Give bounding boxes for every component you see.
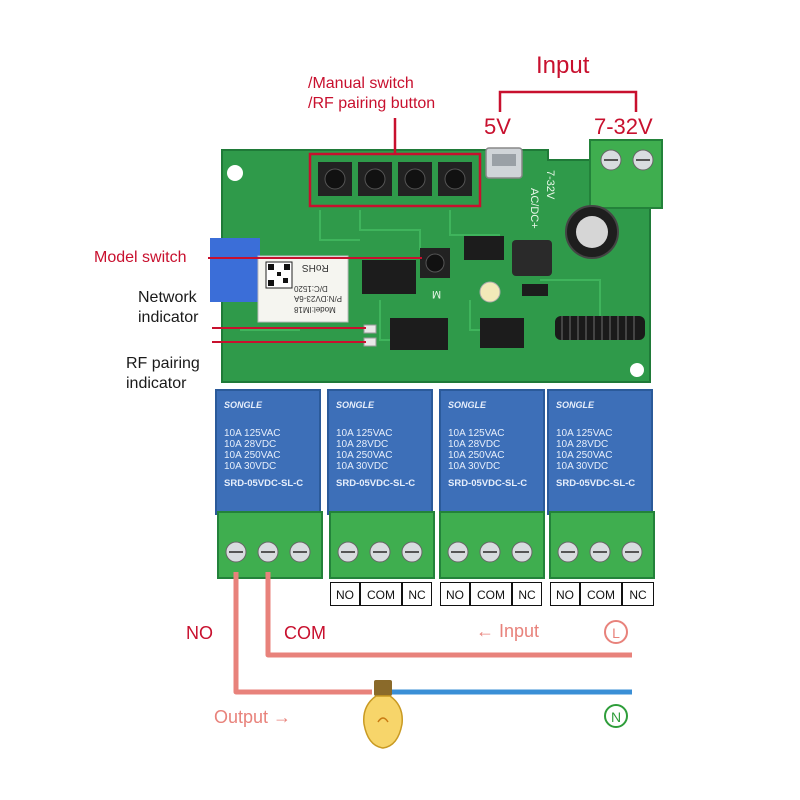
silkscreen-7-32v: 7-32V bbox=[544, 170, 556, 200]
wiring bbox=[233, 572, 632, 695]
ic-chip bbox=[390, 318, 448, 350]
network-indicator-label-1: Network bbox=[138, 289, 197, 306]
ic-chip bbox=[464, 236, 504, 260]
rf-indicator-label-1: RF pairing bbox=[126, 355, 200, 372]
relay-rating: 10A 30VDC bbox=[224, 461, 277, 472]
relay-brand: SONGLE bbox=[224, 400, 263, 410]
terminal-label-no: NO bbox=[440, 582, 470, 606]
manual-switch-group bbox=[318, 162, 472, 196]
relay-brand: SONGLE bbox=[448, 400, 487, 410]
relay-3-text: SONGLE 10A 125VAC 10A 28VDC 10A 250VAC 1… bbox=[448, 400, 538, 510]
relay-rating: 10A 125VAC bbox=[556, 428, 613, 439]
terminal-label-nc: NC bbox=[622, 582, 654, 606]
module-pn: P/N:DV23-6A bbox=[294, 294, 343, 303]
input-label: Input bbox=[536, 52, 590, 79]
network-indicator-label-2: indicator bbox=[138, 309, 199, 326]
terminal-label-no: NO bbox=[330, 582, 360, 606]
model-switch-label: Model switch bbox=[94, 249, 187, 266]
relay-rating: 10A 125VAC bbox=[448, 428, 505, 439]
module-rohs: RoHS bbox=[302, 262, 329, 273]
terminal-label-nc: NC bbox=[512, 582, 542, 606]
no-wire bbox=[233, 572, 372, 695]
input-5v-label: 5V bbox=[484, 114, 511, 139]
relay-model: SRD-05VDC-SL-C bbox=[556, 478, 636, 489]
relay-4 bbox=[547, 389, 653, 515]
terminal-label-com: COM bbox=[360, 582, 402, 606]
com-wire-label: COM bbox=[284, 623, 326, 643]
rf-indicator-label-2: indicator bbox=[126, 375, 187, 392]
input-bracket bbox=[498, 90, 638, 112]
relay-model: SRD-05VDC-SL-C bbox=[448, 478, 528, 489]
input-7-32v-label: 7-32V bbox=[594, 114, 653, 139]
relay-rating: 10A 28VDC bbox=[336, 439, 389, 450]
power-terminal-block bbox=[589, 139, 663, 209]
rf-antenna-coil bbox=[555, 316, 645, 340]
rf-pairing-button-label: /RF pairing button bbox=[308, 95, 436, 112]
output-arrow-label: Output → bbox=[214, 707, 292, 727]
relay-rating: 10A 250VAC bbox=[448, 450, 505, 461]
relay-rating: 10A 28VDC bbox=[448, 439, 501, 450]
ic-chip bbox=[362, 260, 416, 294]
relay-1-text: SONGLE 10A 125VAC 10A 28VDC 10A 250VAC 1… bbox=[224, 400, 314, 510]
live-symbol-icon: L bbox=[604, 620, 628, 644]
terminal-label-nc: NC bbox=[402, 582, 432, 606]
relay-model: SRD-05VDC-SL-C bbox=[336, 478, 416, 489]
relay-rating: 10A 125VAC bbox=[224, 428, 281, 439]
terminal-label-com: COM bbox=[580, 582, 622, 606]
silkscreen-m: M bbox=[432, 288, 442, 300]
module-model: Model:IM18 bbox=[294, 305, 336, 314]
light-bulb-icon bbox=[363, 680, 403, 749]
relay-rating: 10A 28VDC bbox=[556, 439, 609, 450]
relay-brand: SONGLE bbox=[336, 400, 375, 410]
relay-rating: 10A 125VAC bbox=[336, 428, 393, 439]
relay-2-text: SONGLE 10A 125VAC 10A 28VDC 10A 250VAC 1… bbox=[336, 400, 426, 510]
com-wire bbox=[265, 572, 632, 658]
diode bbox=[522, 284, 548, 296]
relay-1 bbox=[215, 389, 321, 515]
terminal-label-no: NO bbox=[550, 582, 580, 606]
module-date: D/C:1520 bbox=[294, 284, 328, 293]
relay-model: SRD-05VDC-SL-C bbox=[224, 478, 304, 489]
output-terminals bbox=[217, 511, 655, 579]
inductor bbox=[512, 240, 552, 276]
relay-rating: 10A 30VDC bbox=[556, 461, 609, 472]
wifi-antenna bbox=[210, 238, 260, 302]
relay-brand: SONGLE bbox=[556, 400, 595, 410]
manual-switch-label: /Manual switch bbox=[308, 75, 414, 92]
buzzer bbox=[479, 281, 501, 303]
terminal-label-com: COM bbox=[470, 582, 512, 606]
relay-rating: 10A 250VAC bbox=[224, 450, 281, 461]
mounting-hole bbox=[630, 363, 644, 377]
relay-rating: 10A 250VAC bbox=[336, 450, 393, 461]
usb-slot bbox=[492, 154, 516, 166]
relay-rating: 10A 250VAC bbox=[556, 450, 613, 461]
input-arrow-label: ← Input bbox=[476, 621, 540, 641]
neutral-symbol-icon: N bbox=[604, 704, 628, 728]
relay-rating: 10A 30VDC bbox=[336, 461, 389, 472]
ic-chip bbox=[480, 318, 524, 348]
no-wire-label: NO bbox=[186, 623, 213, 643]
mounting-hole bbox=[227, 165, 243, 181]
relay-rating: 10A 30VDC bbox=[448, 461, 501, 472]
silkscreen-acdc: AC/DC+ bbox=[528, 188, 540, 229]
relay-4-text: SONGLE 10A 125VAC 10A 28VDC 10A 250VAC 1… bbox=[556, 400, 646, 510]
relay-rating: 10A 28VDC bbox=[224, 439, 277, 450]
